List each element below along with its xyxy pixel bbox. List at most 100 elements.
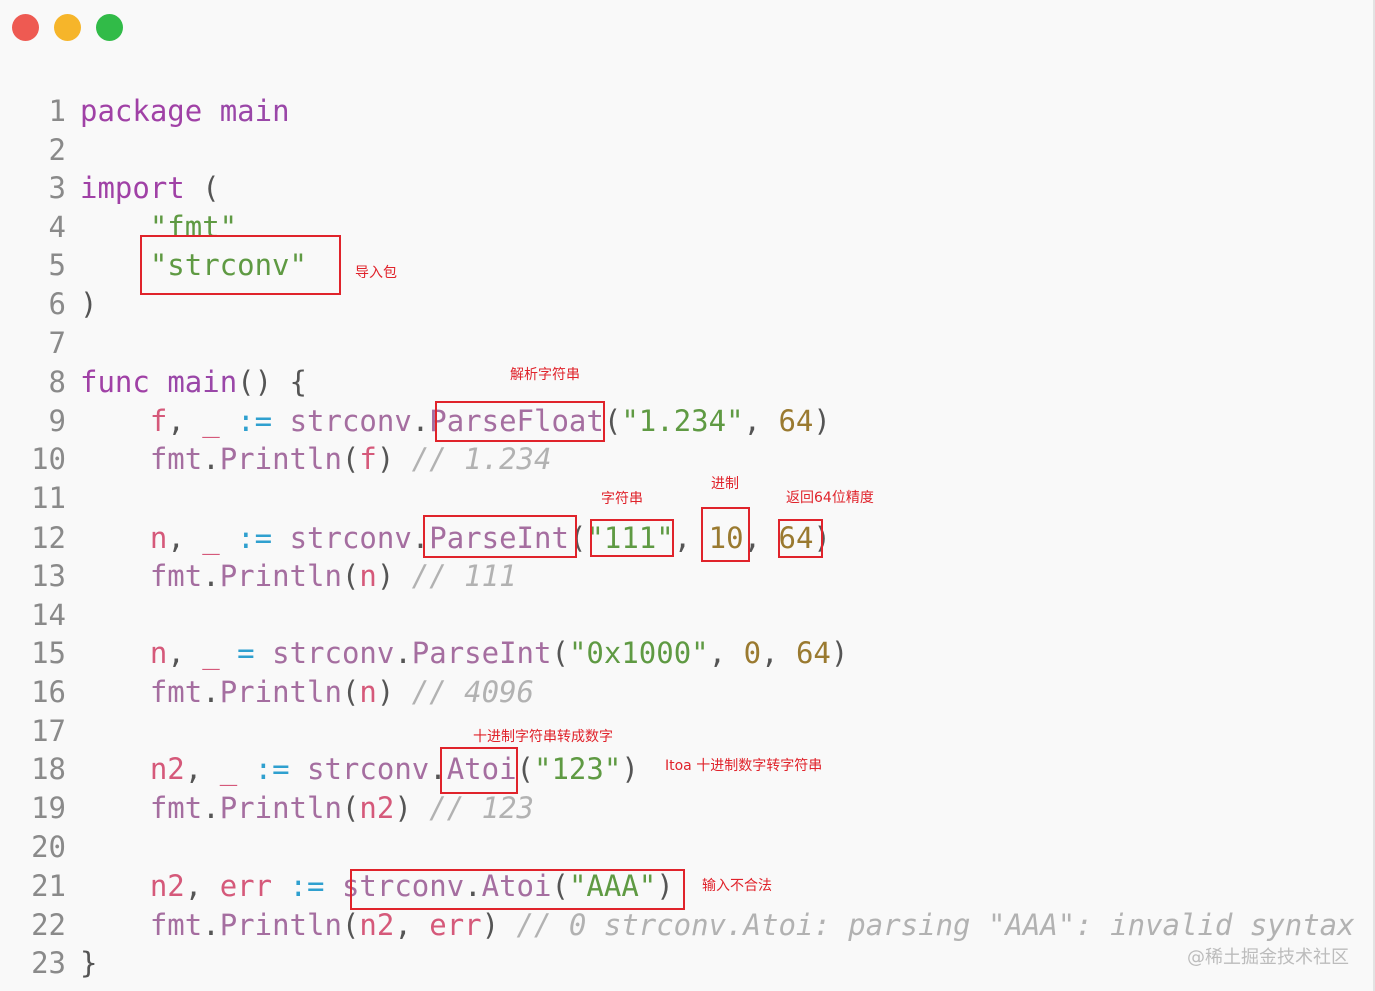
code-token: ) <box>813 404 831 438</box>
code-token: := <box>237 404 273 438</box>
code-token: ( <box>341 559 360 593</box>
code-token: , <box>708 636 744 670</box>
code-token <box>272 404 289 438</box>
maximize-window-icon[interactable] <box>96 14 123 41</box>
code-token: . <box>429 752 447 786</box>
annotation-atoi: 十进制字符串转成数字 <box>473 729 613 745</box>
code-token: ) <box>621 752 639 786</box>
code-token: ParseInt <box>429 521 569 555</box>
code-token: , <box>184 869 220 903</box>
line-number: 4 <box>48 210 66 244</box>
code-token: err <box>429 908 482 942</box>
code-token: . <box>202 675 220 709</box>
line-number: 17 <box>31 714 66 748</box>
code-token: Println <box>219 559 342 593</box>
code-token: ( <box>341 442 360 476</box>
code-token: ( <box>341 908 360 942</box>
code-token: , <box>743 404 779 438</box>
highlight-box-string-arg <box>590 519 674 557</box>
line-number: 1 <box>48 94 66 128</box>
line-number: 10 <box>31 442 66 476</box>
annotation-base: 进制 <box>711 476 739 492</box>
code-token: , <box>167 636 203 670</box>
code-line: 9 f, _ := strconv.ParseFloat("1.234", 64… <box>0 402 1375 441</box>
code-token: fmt <box>149 908 203 942</box>
code-token <box>80 559 150 593</box>
code-token: , <box>673 521 709 555</box>
line-number: 15 <box>31 636 66 670</box>
code-token: _ <box>202 636 220 670</box>
line-number: 16 <box>31 675 66 709</box>
code-token: "0x1000" <box>568 636 709 670</box>
line-code: "strconv" <box>80 246 307 285</box>
code-token: "123" <box>534 752 622 786</box>
code-token: . <box>202 791 220 825</box>
code-token: , <box>184 752 220 786</box>
line-code: n2, _ := strconv.Atoi("123") <box>80 750 639 789</box>
line-number: 6 <box>48 287 66 321</box>
code-token: Println <box>219 675 342 709</box>
code-token: 64 <box>778 404 814 438</box>
code-token: _ <box>202 521 220 555</box>
highlight-box-parseint <box>423 515 577 558</box>
code-token: 64 <box>795 636 831 670</box>
highlight-box-strconv-import <box>140 235 341 295</box>
code-token <box>150 365 167 399</box>
code-token <box>272 869 289 903</box>
code-token: . <box>394 636 412 670</box>
code-token: main <box>167 365 238 399</box>
code-token: strconv <box>289 404 412 438</box>
code-token <box>80 791 150 825</box>
line-number: 21 <box>31 869 66 903</box>
minimize-window-icon[interactable] <box>54 14 81 41</box>
line-code: f, _ := strconv.ParseFloat("1.234", 64) <box>80 402 831 441</box>
line-code: ) <box>80 285 97 324</box>
code-token <box>290 752 307 786</box>
line-code: import ( <box>80 169 220 208</box>
line-code: fmt.Println(n) // 4096 <box>80 673 534 712</box>
code-token: Atoi <box>481 869 552 903</box>
line-number: 18 <box>31 752 66 786</box>
annotation-import-package: 导入包 <box>355 265 397 281</box>
code-token: . <box>464 869 482 903</box>
code-token: , <box>167 404 203 438</box>
window-edge <box>1373 0 1375 991</box>
line-code: n2, err := strconv.Atoi("AAA") <box>80 867 674 906</box>
close-window-icon[interactable] <box>12 14 39 41</box>
line-code: n, _ = strconv.ParseInt("0x1000", 0, 64) <box>80 634 849 673</box>
code-token: ( <box>516 752 535 786</box>
code-token: ( <box>551 636 569 670</box>
annotation-string: 字符串 <box>601 491 643 507</box>
line-number: 9 <box>48 404 66 438</box>
line-code: n, _ := strconv.ParseInt("111", 10, 64) <box>80 519 831 558</box>
code-token: Println <box>219 442 342 476</box>
code-token <box>80 636 150 670</box>
code-token: , <box>761 636 796 670</box>
code-token: import <box>80 171 185 205</box>
code-token: , <box>394 908 430 942</box>
line-number: 2 <box>48 133 66 167</box>
code-token: ) <box>656 869 674 903</box>
line-number: 23 <box>31 946 66 980</box>
code-token <box>255 636 272 670</box>
code-token: n <box>359 559 377 593</box>
code-token: "strconv" <box>149 248 307 282</box>
code-token: = <box>237 636 255 670</box>
code-token <box>80 521 150 555</box>
line-number: 8 <box>48 365 66 399</box>
code-token: Println <box>219 908 342 942</box>
code-token: ( <box>568 521 587 555</box>
line-number: 14 <box>31 598 66 632</box>
code-token: ) <box>80 287 98 321</box>
code-line: 19 fmt.Println(n2) // 123 <box>0 789 1375 828</box>
code-token: . <box>202 908 220 942</box>
code-token: := <box>237 521 273 555</box>
code-token <box>80 752 150 786</box>
code-token: n <box>149 636 168 670</box>
code-token: _ <box>219 752 238 786</box>
code-line: 2 <box>0 131 1375 170</box>
code-token: . <box>411 404 430 438</box>
code-token: // 123 <box>429 791 534 825</box>
